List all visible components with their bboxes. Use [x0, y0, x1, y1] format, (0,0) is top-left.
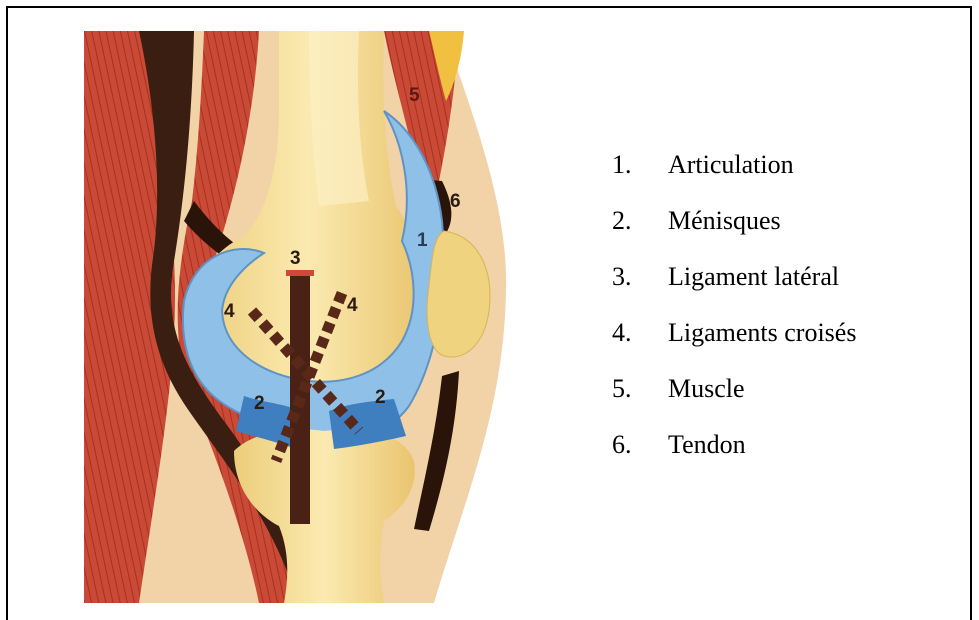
knee-anatomy-diagram: 1 2 2 3 4 4 5 6	[84, 31, 526, 603]
legend-number: 2.	[612, 206, 668, 236]
legend-item: 4. Ligaments croisés	[612, 318, 856, 374]
marker-3: 3	[290, 248, 301, 269]
legend-item: 3. Ligament latéral	[612, 262, 856, 318]
marker-4-right: 4	[347, 295, 358, 316]
legend-label: Tendon	[668, 430, 746, 460]
legend-label: Ménisques	[668, 206, 781, 236]
legend-number: 6.	[612, 430, 668, 460]
legend-label: Ligament latéral	[668, 262, 839, 292]
marker-1: 1	[417, 230, 428, 251]
legend-label: Articulation	[668, 150, 794, 180]
legend-number: 4.	[612, 318, 668, 348]
marker-2-left: 2	[254, 393, 265, 414]
marker-6: 6	[450, 191, 461, 212]
legend-label: Muscle	[668, 374, 745, 404]
legend-label: Ligaments croisés	[668, 318, 856, 348]
legend-item: 2. Ménisques	[612, 206, 856, 262]
legend-item: 5. Muscle	[612, 374, 856, 430]
marker-2-right: 2	[375, 387, 386, 408]
legend-number: 1.	[612, 150, 668, 180]
legend-number: 5.	[612, 374, 668, 404]
marker-4-left: 4	[224, 301, 235, 322]
legend-list: 1. Articulation 2. Ménisques 3. Ligament…	[612, 150, 856, 486]
marker-5: 5	[409, 85, 420, 106]
knee-illustration: 1 2 2 3 4 4 5 6	[84, 31, 526, 603]
legend-item: 6. Tendon	[612, 430, 856, 486]
lateral-ligament-tip	[286, 270, 314, 276]
legend-item: 1. Articulation	[612, 150, 856, 206]
legend-number: 3.	[612, 262, 668, 292]
